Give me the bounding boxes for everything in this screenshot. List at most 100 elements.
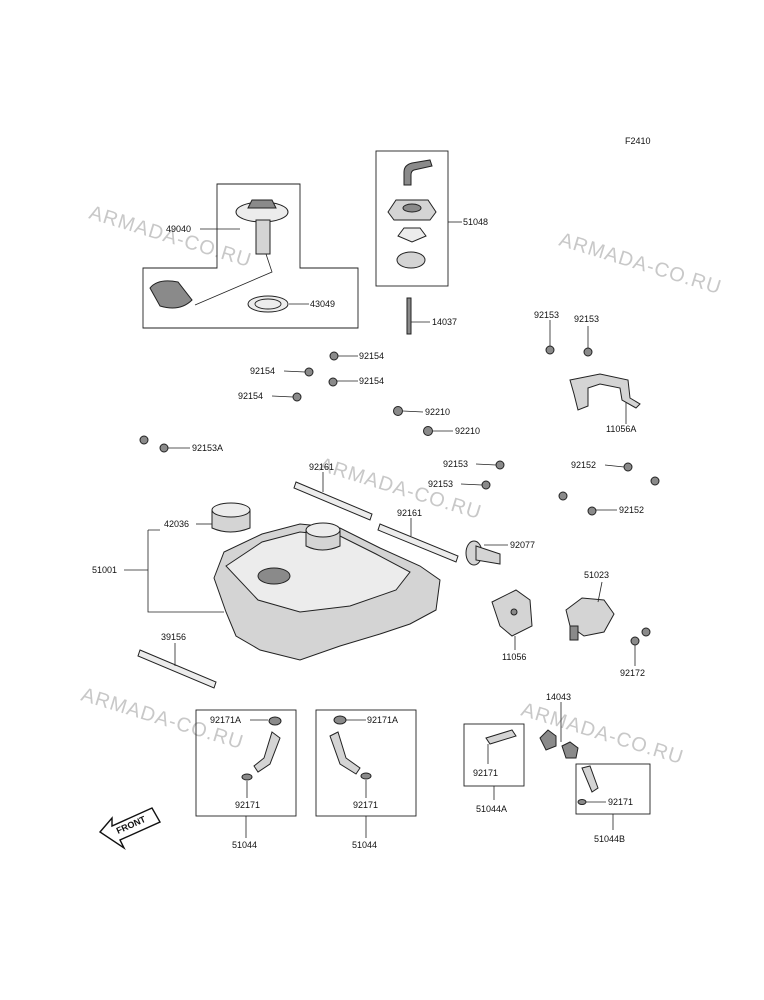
fuel-hose-51044B-icon — [581, 765, 599, 793]
diagram-code: F2410 — [625, 136, 651, 146]
part-label-92153-mid-2: 92153 — [428, 479, 453, 489]
watermark-1: ARMADA-CO.RU — [87, 202, 255, 272]
part-label-92172: 92172 — [620, 668, 645, 678]
fuel-hose-left-icon — [253, 731, 281, 773]
bolt-92153-mid-2-icon — [481, 480, 491, 490]
filler-cap-group-box — [375, 150, 449, 287]
part-label-11056: 11056 — [502, 652, 526, 662]
bolts-92153-middle: 92153 92153 — [428, 459, 505, 490]
part-label-14043: 14043 — [546, 692, 571, 702]
part-label-92153A: 92153A — [192, 443, 223, 453]
hose-clamp-92171-left-icon — [241, 773, 253, 781]
fuel-tank-top-icon — [225, 531, 411, 613]
screws-92152: 92152 92152 — [558, 460, 660, 516]
part-42036: 42036 — [164, 502, 251, 533]
part-label-51044B: 51044B — [594, 834, 625, 844]
bolt-92153-upper-2-icon — [583, 347, 593, 357]
breather-hose-icon — [403, 159, 433, 186]
part-label-92077: 92077 — [510, 540, 535, 550]
leader-92210-1 — [402, 410, 424, 413]
hose-group-51044A: 92171 51044A — [463, 723, 525, 814]
hose-clamp-92171A-right-icon — [333, 715, 347, 725]
part-label-92154-1: 92154 — [359, 351, 384, 361]
part-label-92154-4: 92154 — [238, 391, 263, 401]
part-14043: 14043 — [539, 692, 579, 759]
leader-92153-mid-2 — [460, 483, 483, 486]
leader-92154-2 — [283, 370, 306, 373]
strip-92161-2-icon — [377, 523, 459, 563]
clamp-14043-2-icon — [561, 741, 579, 759]
part-label-92153-mid-1: 92153 — [443, 459, 468, 469]
part-label-92152-1: 92152 — [571, 460, 596, 470]
fuel-tank-filler-neck-top-icon — [305, 522, 341, 538]
bolt-92153-mid-1-icon — [495, 460, 505, 470]
screw-92152-4-icon — [587, 506, 597, 516]
bolt-92153A-1-icon — [139, 435, 149, 445]
part-label-92161-2: 92161 — [397, 508, 422, 518]
clamp-14043-1-icon — [539, 729, 557, 751]
hose-group-51044-left: 92171A 92171 51044 — [195, 709, 297, 850]
hose-clamp-92171A-left-icon — [268, 716, 282, 726]
screw-92152-2-icon — [650, 476, 660, 486]
part-label-92171A-left: 92171A — [210, 715, 241, 725]
part-label-92171-right: 92171 — [353, 800, 378, 810]
part-label-51048: 51048 — [463, 217, 488, 227]
bolt-92154-3-icon — [328, 377, 338, 387]
strip-14037-icon — [406, 297, 412, 335]
filler-cap-group: 51048 — [375, 150, 488, 287]
leader-92153-mid-1 — [475, 463, 497, 466]
fuel-tank-51001: 51001 — [92, 522, 441, 661]
screw-92172-1-icon — [641, 627, 651, 637]
hose-group-51044B: 92171 51044B — [575, 763, 651, 844]
part-label-49040: 49040 — [166, 224, 191, 234]
strips-92161: 92161 92161 — [293, 462, 459, 563]
pad-39156-icon — [137, 649, 217, 689]
filler-neck-ring-icon — [396, 251, 426, 269]
fuel-pump-group: 49040 43049 — [142, 183, 359, 329]
part-label-92171-51044B: 92171 — [608, 797, 633, 807]
fuel-pump-group-box — [142, 183, 359, 329]
fuel-pump-cap-icon — [247, 199, 277, 209]
part-label-51001: 51001 — [92, 565, 117, 575]
part-label-14037: 14037 — [432, 317, 457, 327]
fuel-level-float-icon — [149, 280, 193, 309]
fuel-pump-rod-icon — [194, 253, 273, 306]
part-label-92210-1: 92210 — [425, 407, 450, 417]
part-label-42036: 42036 — [164, 519, 189, 529]
bracket-11056-hole-icon — [510, 608, 518, 616]
hose-group-51044-right: 92171A 92171 51044 — [315, 709, 417, 850]
fuel-tank-pump-opening-icon — [257, 567, 291, 585]
part-label-51023: 51023 — [584, 570, 609, 580]
screw-92152-3-icon — [558, 491, 568, 501]
bolts-92153A: 92153A — [139, 435, 223, 453]
part-label-51044-left: 51044 — [232, 840, 257, 850]
part-label-51044-right: 51044 — [352, 840, 377, 850]
front-direction-arrow: FRONT — [98, 807, 161, 851]
part-label-92154-2: 92154 — [250, 366, 275, 376]
screw-92152-1-icon — [623, 462, 633, 472]
part-label-51044A: 51044A — [476, 804, 507, 814]
fuel-pump-body-icon — [255, 219, 271, 255]
leader-92154-4 — [271, 395, 294, 398]
part-label-92153-upper-2: 92153 — [574, 314, 599, 324]
bolt-92153-upper-1-icon — [545, 345, 555, 355]
part-label-92210-2: 92210 — [455, 426, 480, 436]
strip-92161-1-icon — [293, 481, 373, 521]
part-39156: 39156 — [137, 632, 217, 689]
screw-92172-2-icon — [630, 636, 640, 646]
fuel-pump-gasket-icon — [247, 295, 289, 313]
hose-clamp-92171-right-icon — [360, 772, 372, 780]
part-label-92152-2: 92152 — [619, 505, 644, 515]
part-92077: 92077 — [465, 540, 535, 566]
part-label-11056A: 11056A — [606, 424, 636, 434]
fuel-valve-outlet-icon — [569, 625, 579, 641]
nut-92210-2-icon — [423, 426, 433, 436]
filler-cap-gasket-icon — [397, 227, 427, 243]
part-label-92161-1: 92161 — [309, 462, 334, 472]
part-51023: 51023 — [565, 570, 615, 641]
part-label-92171A-right: 92171A — [367, 715, 398, 725]
nut-92210-1-icon — [393, 406, 403, 416]
fuel-pump-gasket-inner-icon — [254, 298, 282, 310]
fuel-hose-right-icon — [329, 731, 361, 775]
